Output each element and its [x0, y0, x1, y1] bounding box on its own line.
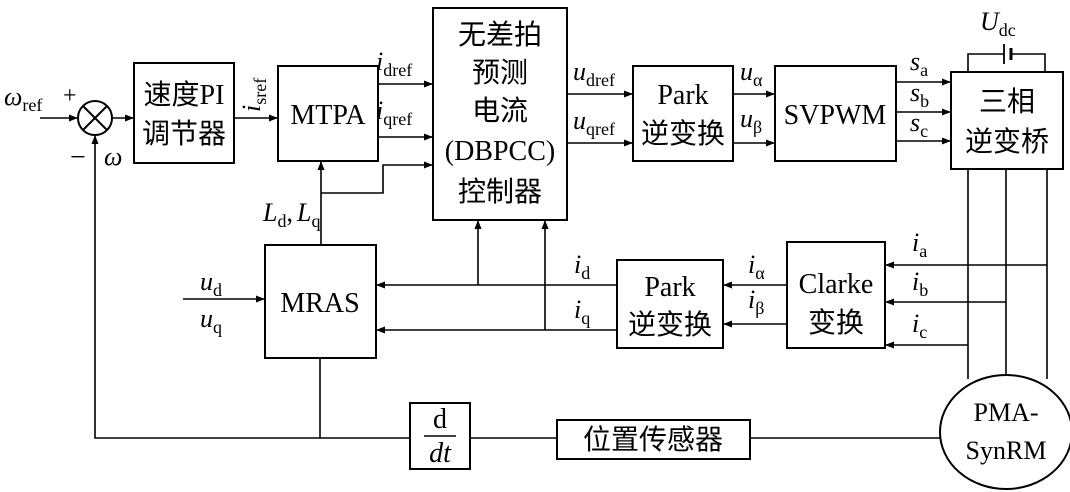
label-i-alpha: iα — [748, 250, 765, 283]
mtpa-block: MTPA — [277, 65, 379, 162]
label-u-beta: uβ — [740, 104, 762, 137]
clarke-line1: Clarke — [799, 269, 874, 300]
mras-label: MRAS — [280, 288, 359, 319]
inverter-line2: 逆变桥 — [965, 126, 1049, 158]
label-i-c: ic — [912, 309, 927, 342]
label-i-sref: isref — [237, 78, 270, 112]
svpwm-block: SVPWM — [774, 65, 897, 162]
dbpcc-line5: 控制器 — [458, 176, 542, 208]
inverter-block: 三相 逆变桥 — [950, 71, 1064, 170]
label-s-a: sa — [910, 47, 928, 80]
park-inverse-bottom-block: Park 逆变换 — [616, 259, 724, 349]
clarke-line2: 变换 — [808, 307, 864, 339]
label-i-b: ib — [912, 267, 928, 300]
motor-line2: SynRM — [966, 436, 1047, 465]
label-u-dc: Udc — [980, 7, 1016, 40]
label-l-d-l-q: Ld,Lq — [262, 198, 320, 231]
dbpcc-block: 无差拍 预测 电流 (DBPCC) 控制器 — [432, 7, 568, 221]
label-i-a: ia — [912, 228, 927, 261]
signal-labels: ωref + − ω isref idref iqref udref uqref… — [4, 7, 1016, 342]
mras-block: MRAS — [264, 244, 377, 359]
label-u-dref: udref — [573, 57, 615, 90]
position-sensor-block: 位置传感器 — [556, 419, 751, 460]
label-omega-ref: ωref — [4, 82, 42, 115]
dbpcc-line3: 电流 — [472, 95, 528, 127]
park-bottom-line1: Park — [644, 272, 695, 303]
label-u-d: ud — [200, 267, 222, 300]
dbpcc-line2: 预测 — [472, 58, 528, 89]
label-i-q: iq — [574, 295, 590, 328]
summing-junction — [77, 100, 113, 136]
label-s-b: sb — [910, 78, 929, 111]
dbpcc-line1: 无差拍 — [458, 19, 542, 51]
label-u-q: uq — [200, 304, 222, 337]
label-i-d: id — [574, 250, 590, 283]
label-i-qref: iqref — [376, 96, 412, 129]
dbpcc-line4: (DBPCC) — [445, 136, 555, 167]
label-u-alpha: uα — [740, 57, 763, 90]
label-i-dref: idref — [376, 47, 412, 80]
derivative-numerator: d — [433, 404, 447, 435]
connection-lines — [40, 44, 1048, 439]
motor-circle: PMA- SynRM — [939, 374, 1070, 490]
label-plus: + — [63, 83, 77, 109]
label-omega: ω — [104, 142, 122, 171]
svpwm-label: SVPWM — [784, 100, 887, 131]
speed-pi-block: 速度PI 调节器 — [133, 62, 235, 164]
park-top-line1: Park — [657, 80, 708, 111]
label-s-c: sc — [910, 108, 928, 141]
speed-pi-line1: 速度PI — [144, 79, 225, 111]
inverter-line1: 三相 — [979, 86, 1035, 118]
motor-line1: PMA- — [973, 398, 1038, 427]
position-sensor-label: 位置传感器 — [583, 424, 723, 456]
label-i-beta: iβ — [748, 285, 764, 318]
clarke-block: Clarke 变换 — [786, 241, 886, 349]
park-top-line2: 逆变换 — [641, 118, 725, 150]
label-u-qref: uqref — [573, 106, 615, 139]
mtpa-label: MTPA — [290, 100, 366, 131]
park-inverse-top-block: Park 逆变换 — [632, 65, 734, 162]
derivative-denominator: dt — [429, 438, 452, 469]
speed-pi-line2: 调节器 — [142, 118, 226, 150]
derivative-block: d dt — [409, 402, 471, 470]
label-minus: − — [70, 142, 86, 173]
park-bottom-line2: 逆变换 — [628, 309, 712, 341]
